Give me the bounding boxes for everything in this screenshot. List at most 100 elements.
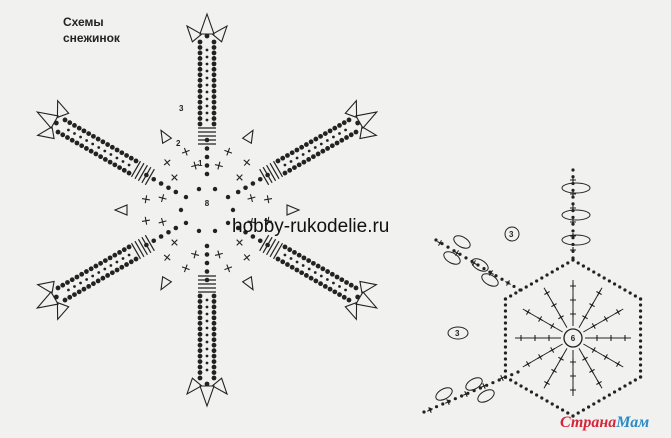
chain-dot: [514, 381, 518, 385]
inner-dot: [205, 361, 209, 365]
chain-dot: [289, 150, 295, 156]
chain-dot: [339, 137, 345, 143]
chain-dot: [197, 116, 203, 121]
chain-dot: [102, 156, 108, 162]
chain-dot: [638, 327, 643, 331]
sc-stitch: [596, 290, 602, 296]
chain-dot: [100, 139, 106, 145]
chain-dot: [107, 159, 113, 165]
dc-stitch: [269, 162, 280, 180]
spine-dot: [243, 185, 248, 191]
picot-triangle: [35, 111, 59, 130]
chain-dot: [638, 309, 643, 313]
sc-stitch: [224, 147, 233, 156]
chain-dot: [197, 331, 203, 337]
sc-stitch: [582, 355, 588, 362]
chain-dot: [510, 373, 514, 377]
chain-dot: [597, 273, 601, 277]
chain-dot: [612, 282, 617, 286]
chain-dot: [69, 137, 75, 143]
chain-dot: [310, 260, 316, 266]
sc-stitch: [141, 216, 150, 225]
chain-dot: [602, 276, 606, 280]
chain-dot: [628, 381, 632, 385]
dc-stitch: [266, 238, 277, 256]
inner-dot: [121, 160, 125, 163]
chain-dot: [346, 297, 352, 303]
chain-dot: [503, 369, 508, 373]
sc-stitch: [243, 254, 251, 261]
chain-dot: [114, 267, 120, 273]
chain-dot: [282, 244, 288, 250]
center-dot: [212, 186, 218, 192]
chain-dot: [197, 56, 203, 61]
chain-dot: [88, 266, 94, 272]
chain-dot: [612, 390, 617, 394]
chain-dot: [441, 402, 445, 406]
chain-dot: [91, 281, 96, 287]
dc-stitch: [130, 160, 142, 178]
chain-dot: [88, 148, 94, 154]
chain-dot: [453, 397, 457, 401]
chain-dot: [211, 94, 217, 100]
inner-dot: [205, 118, 209, 122]
sc-stitch: [236, 239, 243, 246]
picot-loop: [481, 273, 499, 287]
sc-stitch: [546, 335, 552, 341]
chain-dot: [633, 294, 637, 298]
spine-dot: [235, 189, 241, 195]
inner-dot: [103, 149, 107, 153]
chain-dot: [494, 274, 498, 278]
chain-dot: [102, 258, 108, 264]
chain-dot: [79, 143, 85, 149]
chain-dot: [128, 259, 134, 265]
sc-stitch: [570, 297, 576, 303]
picot-triangle: [186, 24, 203, 43]
chain-dot: [62, 117, 68, 123]
chain-dot: [555, 267, 560, 271]
chain-dot: [287, 247, 293, 253]
chain-dot: [607, 279, 611, 283]
inner-dot: [205, 354, 209, 358]
chain-dot: [299, 144, 305, 150]
chain-dot: [197, 364, 203, 370]
chain-dot: [197, 39, 203, 45]
chain-dot: [126, 170, 132, 176]
dc-stitch: [144, 234, 155, 252]
sc-stitch: [544, 290, 550, 296]
chain-dot: [509, 294, 513, 298]
chain-dot: [561, 408, 565, 412]
picot-triangle: [359, 125, 378, 140]
chain-dot: [211, 299, 217, 304]
chain-dot: [306, 156, 312, 162]
chain-dot: [197, 61, 203, 67]
chain-dot: [211, 88, 217, 94]
chain-dot: [204, 33, 210, 39]
chain-dot: [211, 348, 217, 354]
chain-dot: [503, 315, 508, 319]
chain-dot: [313, 136, 319, 142]
picot-triangle: [344, 99, 358, 119]
chain-dot: [282, 170, 288, 176]
picot-triangle: [199, 12, 215, 35]
chain-dot: [197, 94, 203, 100]
picot-triangle: [211, 377, 228, 396]
chain-dot: [322, 131, 328, 137]
picot-loop: [471, 258, 489, 272]
sc-stitch: [622, 335, 628, 341]
inner-dot: [205, 312, 209, 316]
title-line-2: снежинок: [63, 31, 120, 45]
watermark-text: hobby-rukodelie.ru: [232, 216, 390, 237]
chain-dot: [503, 351, 508, 355]
inner-dot: [205, 48, 209, 52]
center-dot: [212, 228, 218, 234]
chain-dot: [211, 370, 217, 375]
chain-dot: [211, 39, 217, 45]
inner-dot: [205, 298, 209, 302]
inner-dot: [205, 333, 209, 337]
sc-stitch: [264, 216, 273, 225]
chain-dot: [348, 132, 354, 138]
chain-dot: [597, 399, 601, 403]
chain-dot: [86, 283, 92, 289]
spine-dot: [166, 229, 171, 235]
